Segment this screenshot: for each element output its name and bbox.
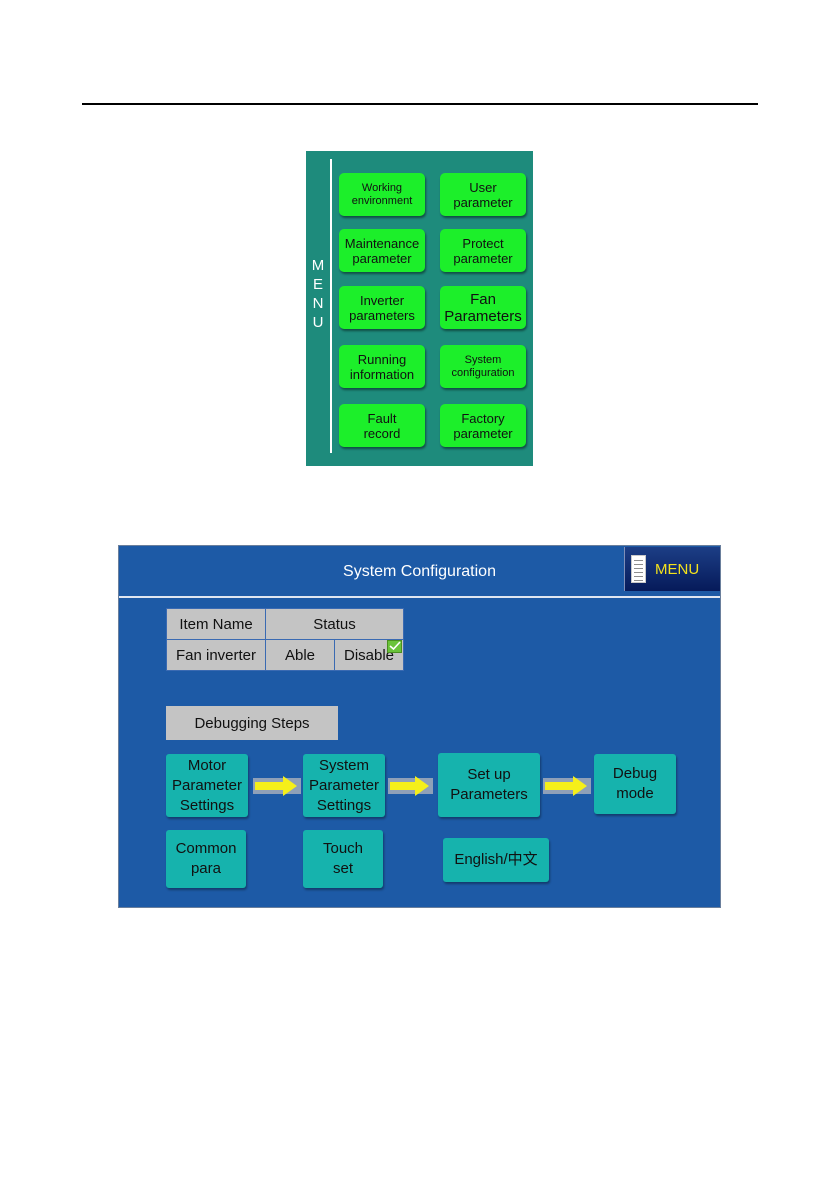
inverter-parameters-button[interactable]: Inverter parameters <box>339 286 425 329</box>
protect-parameter-button[interactable]: Protect parameter <box>440 229 526 272</box>
disable-option[interactable]: Disable <box>334 639 404 671</box>
user-parameter-button[interactable]: User parameter <box>440 173 526 216</box>
fan-inverter-label: Fan inverter <box>166 639 266 671</box>
debug-mode-button[interactable]: Debug mode <box>594 754 676 814</box>
menu-letter: M <box>311 257 325 274</box>
set-up-parameters-button[interactable]: Set up Parameters <box>438 753 540 817</box>
factory-parameter-button[interactable]: Factory parameter <box>440 404 526 447</box>
arrow-right-icon <box>543 776 591 796</box>
check-icon <box>387 640 402 653</box>
debugging-steps-label: Debugging Steps <box>166 706 338 740</box>
header-status: Status <box>265 608 404 640</box>
able-option-label: Able <box>284 646 316 664</box>
able-option[interactable]: Able <box>265 639 335 671</box>
system-configuration-button[interactable]: System configuration <box>440 345 526 388</box>
menu-button[interactable]: MENU <box>624 547 720 591</box>
main-menu-panel: M E N U Working environment User paramet… <box>306 151 533 466</box>
menu-divider <box>330 159 332 453</box>
maintenance-parameter-button[interactable]: Maintenance parameter <box>339 229 425 272</box>
header-divider <box>119 596 720 598</box>
menu-letter: E <box>312 276 323 293</box>
config-table: Item Name Status Fan inverter Able Disab… <box>166 608 404 671</box>
arrow-right-icon <box>253 776 301 796</box>
header-item-name: Item Name <box>166 608 266 640</box>
fan-parameters-button[interactable]: Fan Parameters <box>440 286 526 329</box>
page-title: System Configuration <box>343 563 496 580</box>
menu-letter: N <box>312 295 324 312</box>
running-information-button[interactable]: Running information <box>339 345 425 388</box>
fault-record-button[interactable]: Fault record <box>339 404 425 447</box>
table-header-row: Item Name Status <box>166 608 404 640</box>
menu-vertical-label: M E N U <box>309 256 327 332</box>
document-icon <box>631 555 646 583</box>
system-parameter-settings-button[interactable]: System Parameter Settings <box>303 754 385 817</box>
disable-option-label: Disable <box>343 646 395 664</box>
page-header-rule <box>82 103 758 105</box>
common-para-button[interactable]: Common para <box>166 830 246 888</box>
touch-set-button[interactable]: Touch set <box>303 830 383 888</box>
system-configuration-screen: System Configuration MENU Item Name Stat… <box>118 545 721 908</box>
language-toggle-button[interactable]: English/中文 <box>443 838 549 882</box>
menu-button-label: MENU <box>655 560 700 578</box>
table-row: Fan inverter Able Disable <box>166 639 404 671</box>
working-environment-button[interactable]: Working environment <box>339 173 425 216</box>
motor-parameter-settings-button[interactable]: Motor Parameter Settings <box>166 754 248 817</box>
menu-letter: U <box>312 314 324 331</box>
arrow-right-icon <box>388 776 433 796</box>
